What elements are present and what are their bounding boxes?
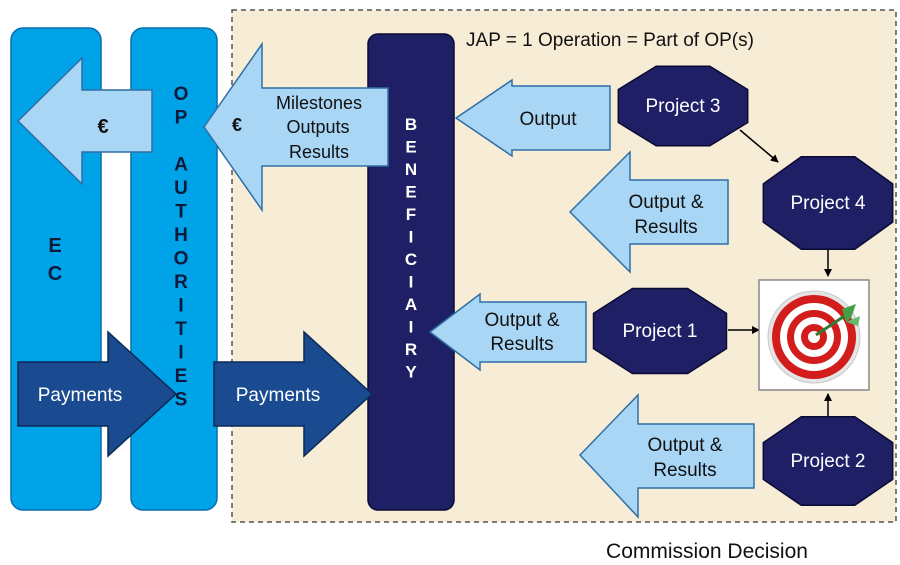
output-results-mid-line2: Results	[634, 217, 697, 238]
outputs-label: Outputs	[286, 117, 349, 137]
project-3-label: Project 3	[646, 96, 721, 117]
project-2-label: Project 2	[791, 451, 866, 472]
output-results-arrow-bottom	[578, 393, 755, 519]
project-2: Project 2	[762, 415, 894, 507]
payments-arrow-ec	[17, 330, 178, 458]
euro-icon: €	[232, 115, 242, 135]
project-4: Project 4	[762, 156, 894, 250]
milestones-arrow	[203, 41, 389, 213]
jap-label: JAP = 1 Operation = Part of OP(s)	[466, 30, 754, 51]
payments-arrow-op	[213, 330, 374, 458]
project-1: Project 1	[592, 287, 728, 375]
output-results-bottom-line2: Results	[653, 460, 716, 481]
payments-ec-label: Payments	[38, 385, 122, 406]
euro-icon: €	[97, 116, 108, 138]
payments-op-label: Payments	[236, 385, 320, 406]
project-3: Project 3	[617, 65, 749, 147]
euro-arrow-ec	[16, 56, 153, 186]
output-results-arrow-left	[428, 292, 587, 372]
output-results-left-line1: Output &	[485, 310, 560, 331]
output-results-left-line2: Results	[490, 334, 553, 355]
milestones-label: Milestones	[276, 93, 362, 113]
project-1-label: Project 1	[623, 321, 698, 342]
target-icon	[758, 279, 870, 391]
output-results-mid-line1: Output &	[629, 192, 704, 213]
output-label: Output	[519, 109, 577, 130]
output-arrow-top	[454, 78, 611, 158]
output-results-arrow-mid	[568, 150, 729, 274]
project-4-label: Project 4	[791, 193, 866, 214]
beneficiary-band	[367, 33, 455, 511]
commission-decision-label: Commission Decision	[606, 540, 808, 563]
results-label: Results	[289, 142, 349, 162]
output-results-bottom-line1: Output &	[648, 435, 723, 456]
connector-p3-p4	[739, 129, 779, 163]
